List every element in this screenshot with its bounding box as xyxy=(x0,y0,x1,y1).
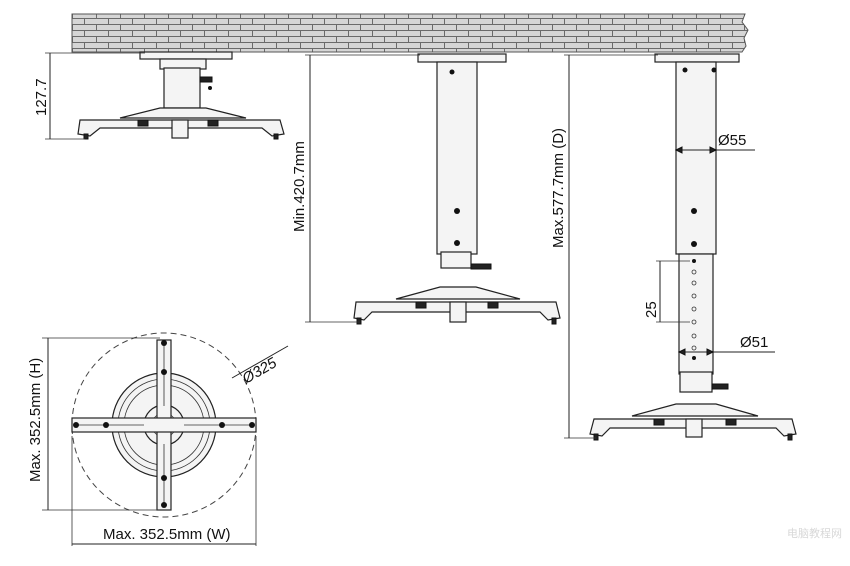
label-dia-325: Ø325 xyxy=(239,354,281,388)
dimension-dia-55: Ø55 xyxy=(674,132,755,154)
label-max-h: Max. 352.5mm (H) xyxy=(27,358,44,482)
dimension-max-h: Max. 352.5mm (H) xyxy=(27,337,160,511)
label-pitch-25: 25 xyxy=(643,301,660,318)
dimension-dia-51: Ø51 xyxy=(677,334,775,356)
label-max-w: Max. 352.5mm (W) xyxy=(103,526,231,543)
top-view-bracket xyxy=(71,332,257,518)
watermark: 电脑教程网 xyxy=(787,527,842,540)
dimension-dia-325: Ø325 xyxy=(231,345,289,388)
dimension-pitch-25: 25 xyxy=(643,260,690,323)
mount-tall xyxy=(589,53,797,441)
label-dia-51: Ø51 xyxy=(740,334,768,351)
dimension-127: 127.7 xyxy=(33,52,145,140)
dimension-min: Min.420.7mm xyxy=(291,54,420,323)
label-min-length: Min.420.7mm xyxy=(291,141,308,232)
dimension-max-w: Max. 352.5mm (W) xyxy=(71,436,257,546)
mount-medium xyxy=(353,53,561,325)
mount-short xyxy=(77,51,285,140)
dimension-max: Max.577.7mm (D) xyxy=(550,54,658,439)
label-dia-55: Ø55 xyxy=(718,132,746,149)
label-127-7: 127.7 xyxy=(33,78,50,116)
ceiling-wall xyxy=(71,13,749,53)
label-max-length: Max.577.7mm (D) xyxy=(550,128,567,248)
